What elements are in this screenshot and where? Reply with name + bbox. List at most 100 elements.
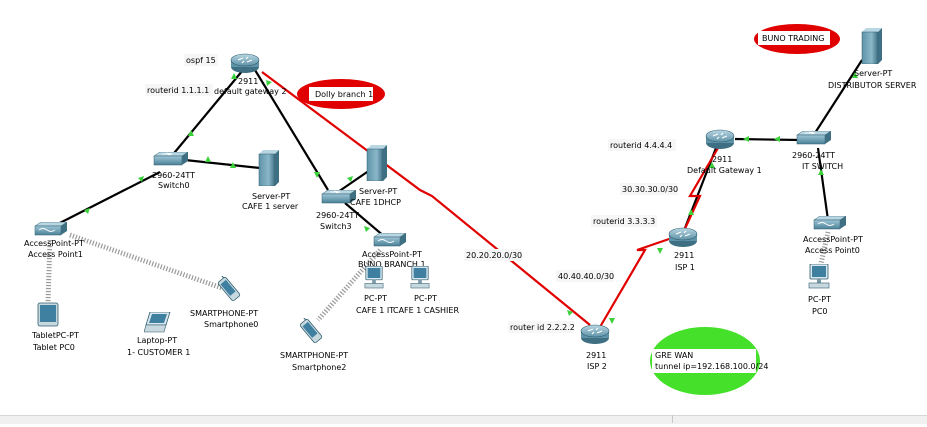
link-up-indicator bbox=[852, 72, 858, 78]
device-tablet-pc0[interactable]: TabletPC-PT Tablet PC0 bbox=[31, 302, 79, 352]
device-model: PC-PT bbox=[364, 294, 387, 303]
link-up-indicator bbox=[314, 172, 320, 178]
device-pc0[interactable]: PC-PT PC0 bbox=[808, 264, 831, 316]
device-model: 2960-24TT bbox=[792, 151, 835, 160]
device-label: CAFE 1DHCP bbox=[350, 198, 401, 207]
note-routerid-4: routerid 4.4.4.4 bbox=[610, 141, 672, 150]
device-switch3[interactable]: 2960-24TT Switch3 bbox=[316, 190, 359, 231]
device-server-distributor[interactable]: Server-PT DISTRIBUTOR SERVER bbox=[828, 28, 917, 90]
link-switch0-ap1[interactable] bbox=[49, 171, 161, 229]
device-router-default-gateway-1[interactable]: 2911 Default Gateway 1 bbox=[687, 129, 762, 175]
device-model: Server-PT bbox=[854, 69, 892, 78]
link-lights bbox=[84, 72, 858, 324]
callout-buno-trading[interactable]: BUNO TRADING bbox=[754, 24, 840, 54]
link-up-indicator bbox=[609, 318, 615, 324]
link-up-indicator bbox=[818, 169, 824, 175]
device-label: ISP 1 bbox=[675, 263, 695, 272]
device-access-point0[interactable]: AccessPoint-PT Access Point0 bbox=[803, 216, 863, 255]
gre-title: GRE WAN bbox=[655, 351, 693, 360]
device-router-isp1[interactable]: 2911 ISP 1 bbox=[668, 227, 698, 272]
link-gw2-switch3[interactable] bbox=[254, 69, 329, 191]
device-model: 2911 bbox=[712, 155, 732, 164]
device-label: ISP 2 bbox=[587, 362, 607, 371]
link-itswitch-ap0[interactable] bbox=[816, 147, 830, 221]
device-model: 2911 bbox=[238, 77, 258, 86]
link-up-indicator bbox=[188, 130, 194, 136]
wireless-ap0-pc0 bbox=[817, 231, 831, 269]
router-icon bbox=[580, 324, 610, 345]
pc-icon bbox=[410, 266, 430, 289]
device-router-default-gateway-2[interactable]: 2911 default gateway 2 bbox=[214, 53, 287, 96]
device-pc-cafe1-it[interactable]: PC-PT CAFE 1 IT bbox=[356, 266, 394, 315]
device-model: AccessPoint-PT bbox=[803, 235, 863, 244]
laptop-icon bbox=[144, 312, 171, 333]
device-model: AccessPoint-PT bbox=[24, 239, 84, 248]
device-label: Access Point1 bbox=[28, 250, 83, 259]
link-itswitch-distserver[interactable] bbox=[814, 59, 863, 134]
callout-dolly-branch[interactable]: Dolly branch 1 bbox=[297, 79, 385, 109]
router-icon bbox=[705, 129, 735, 150]
workspace-bottom-bar bbox=[0, 415, 927, 424]
device-label: DISTRIBUTOR SERVER bbox=[828, 81, 917, 90]
link-up-indicator bbox=[347, 176, 353, 182]
device-pc-cafe1-cashier[interactable]: PC-PT CAFE 1 CASHIER bbox=[393, 266, 459, 315]
access-point-icon bbox=[34, 222, 67, 236]
device-model: 2911 bbox=[674, 251, 694, 260]
link-switch3-apbuno[interactable] bbox=[344, 202, 386, 238]
link-switch3-dhcp[interactable] bbox=[337, 169, 371, 193]
link-up-indicator bbox=[567, 310, 573, 316]
device-model: PC-PT bbox=[808, 295, 831, 304]
access-point-icon bbox=[373, 233, 406, 247]
link-gw2-switch0[interactable] bbox=[169, 69, 244, 159]
link-up-indicator bbox=[364, 226, 370, 232]
device-label: CAFE 1 IT bbox=[356, 306, 394, 315]
pc-icon bbox=[808, 264, 830, 289]
device-model: Server-PT bbox=[252, 192, 290, 201]
device-label: Smartphone0 bbox=[204, 320, 258, 329]
link-switch0-server[interactable] bbox=[184, 158, 261, 170]
device-smartphone0[interactable]: SMARTPHONE-PT Smartphone0 bbox=[190, 274, 258, 329]
device-model: TabletPC-PT bbox=[31, 331, 79, 340]
callout-gre-wan[interactable]: GRE WAN tunnel ip=192.168.100.0/24 bbox=[650, 327, 768, 395]
link-up-indicator bbox=[688, 209, 694, 215]
link-isp2-isp1-serial[interactable] bbox=[599, 236, 673, 328]
note-routerid-3: routerid 3.3.3.3 bbox=[593, 217, 655, 226]
wireless-ap1-phone0 bbox=[69, 232, 223, 291]
note-net-40: 40.40.40.0/30 bbox=[558, 272, 614, 281]
device-server-cafe1[interactable]: Server-PT CAFE 1 server bbox=[242, 150, 299, 211]
note-net-20: 20.20.20.0/30 bbox=[466, 251, 522, 260]
device-router-isp2[interactable]: 2911 ISP 2 bbox=[580, 324, 610, 371]
device-switch0[interactable]: 2960-24TT Switch0 bbox=[152, 152, 195, 190]
link-up-indicator bbox=[205, 156, 211, 162]
device-label: default gateway 2 bbox=[214, 87, 287, 96]
device-access-point1[interactable]: AccessPoint-PT Access Point1 bbox=[24, 222, 84, 259]
device-smartphone2[interactable]: SMARTPHONE-PT Smartphone2 bbox=[280, 316, 348, 372]
callout-dolly-label: Dolly branch 1 bbox=[315, 90, 373, 99]
router-icon bbox=[668, 227, 698, 248]
smartphone-icon bbox=[298, 318, 324, 344]
device-label: Access Point0 bbox=[805, 246, 860, 255]
note-ospf: ospf 15 bbox=[186, 56, 216, 65]
server-icon bbox=[861, 28, 882, 64]
device-model: Server-PT bbox=[359, 187, 397, 196]
device-server-cafe1-dhcp[interactable]: Server-PT CAFE 1DHCP bbox=[350, 145, 401, 207]
gre-tunnel: tunnel ip=192.168.100.0/24 bbox=[655, 362, 768, 371]
device-label: CAFE 1 server bbox=[242, 202, 299, 211]
server-icon bbox=[366, 145, 387, 181]
router-icon bbox=[230, 53, 260, 74]
device-laptop-customer1[interactable]: Laptop-PT 1- CUSTOMER 1 bbox=[127, 312, 190, 357]
tablet-icon bbox=[37, 302, 59, 327]
smartphone-icon bbox=[216, 276, 242, 302]
device-label: BUNO BRANCH 1 bbox=[358, 260, 426, 269]
device-access-point-buno-branch[interactable]: AccessPoint-PT BUNO BRANCH 1 bbox=[358, 233, 426, 269]
note-net-30: 30.30.30.0/30 bbox=[622, 185, 678, 194]
bottom-bar-divider bbox=[672, 415, 673, 423]
wireless-ap1-tablet bbox=[45, 239, 53, 303]
link-up-indicator bbox=[266, 80, 272, 86]
wireless-apbuno-phone2 bbox=[316, 248, 382, 322]
device-it-switch[interactable]: 2960-24TT IT SWITCH bbox=[792, 131, 843, 171]
callout-buno-label: BUNO TRADING bbox=[762, 34, 824, 43]
device-model: AccessPoint-PT bbox=[362, 250, 422, 259]
note-routerid-2: router id 2.2.2.2 bbox=[510, 323, 575, 332]
